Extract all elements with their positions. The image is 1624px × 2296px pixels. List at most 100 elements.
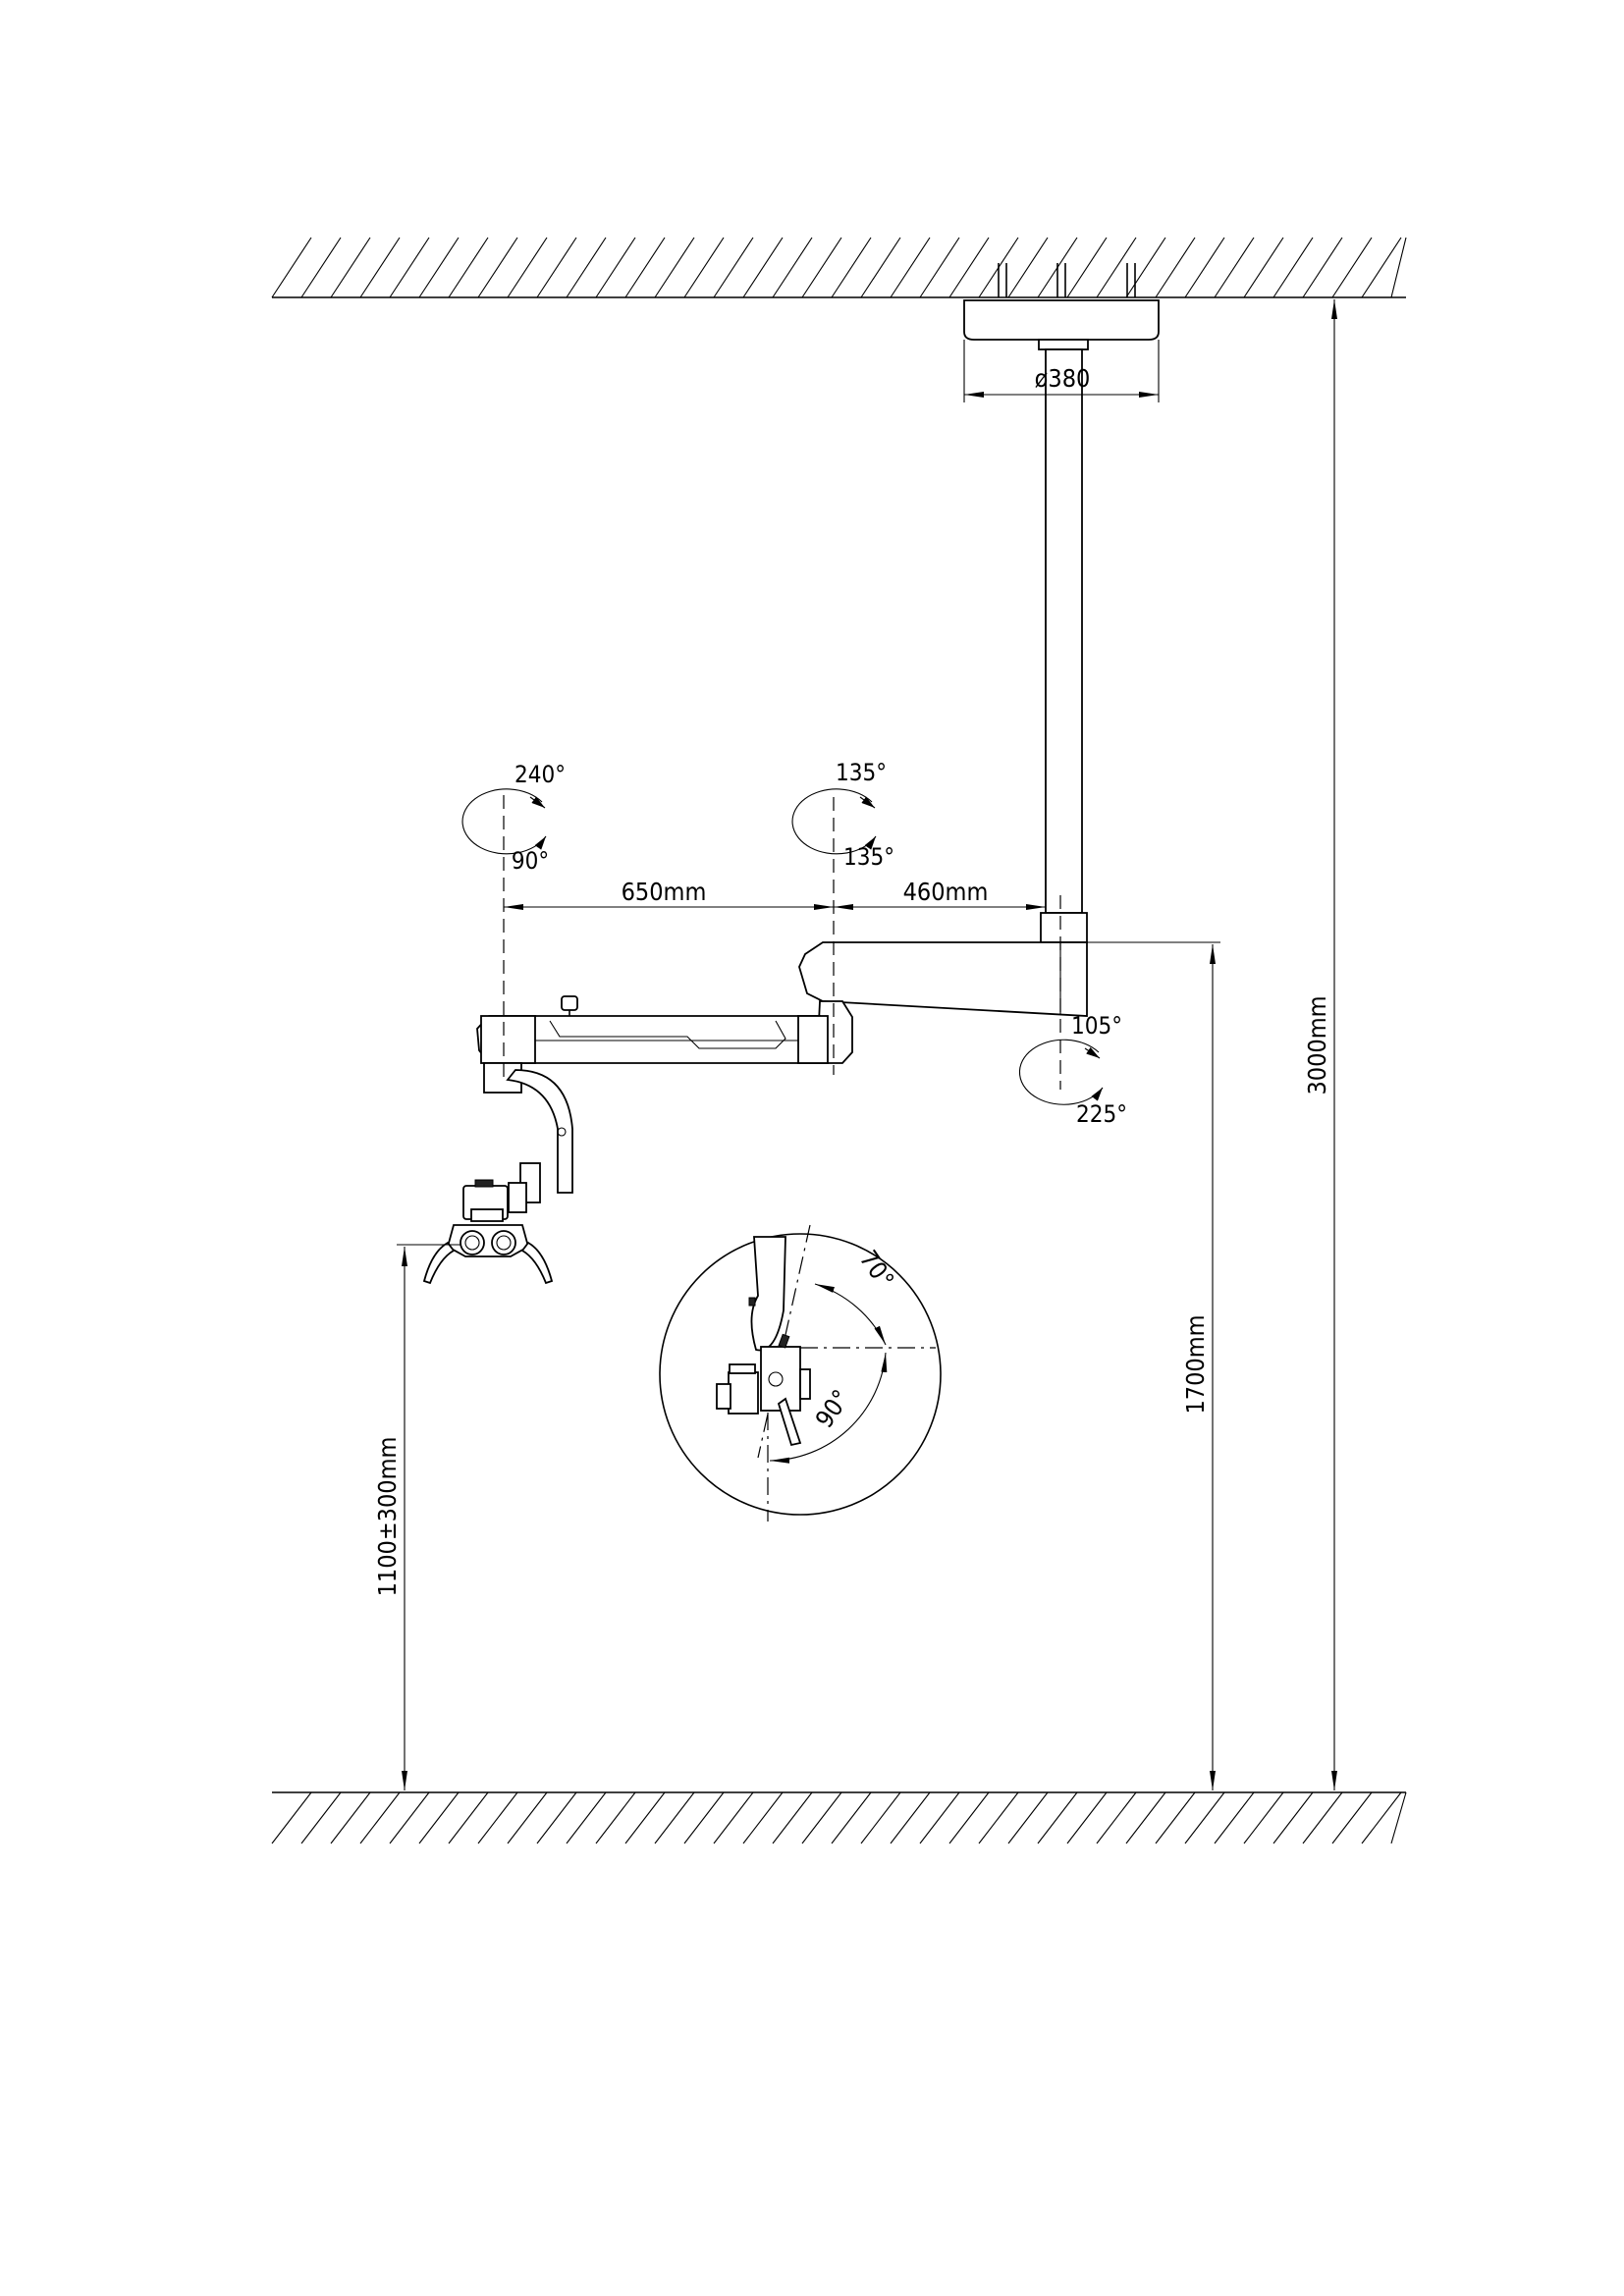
hatch-line [300,1791,342,1844]
floor [271,1791,1407,1844]
drop-arm [483,1062,573,1213]
hatch-line [772,1791,813,1844]
hatch-line [566,237,607,298]
hatch-line [683,1791,725,1844]
hatch-line [713,1791,754,1844]
joint-left-angle-bottom: 90° [512,847,549,875]
hatch-line [890,237,931,298]
ceiling-mount-plate [963,263,1160,350]
hatch-line [890,1791,931,1844]
joint-rotation-left: 240° 90° [461,761,566,1080]
hatch-line [359,1791,401,1844]
hatch-line [1066,237,1108,298]
hatch-line [654,237,695,298]
hatch-line [389,1791,430,1844]
hatch-line [477,1791,518,1844]
hatch-line [507,237,548,298]
hatch-line [536,237,577,298]
hatch-line [359,237,401,298]
hatch-line [595,1791,636,1844]
microscope-head [422,1179,554,1285]
hatch-line [1184,1791,1225,1844]
hatch-line [1155,237,1196,298]
joint-rotation-column: 105° 225° [1018,895,1127,1128]
total-height-label: 3000mm [1303,995,1331,1095]
hatch-line [624,1791,666,1844]
hatch-line [1331,1791,1373,1844]
hatch-line [1125,237,1166,298]
hatch-line [595,237,636,298]
hatch-line [1096,1791,1137,1844]
hatch-line [271,1791,312,1844]
hatch-line [477,237,518,298]
hatch-line [742,1791,784,1844]
hatch-line [1096,237,1137,298]
upper-arm [798,941,1088,1017]
hatch-line [1361,237,1402,298]
hatch-line [1066,1791,1108,1844]
hatch-line [507,1791,548,1844]
arm-height-dimension: 1700mm [1087,941,1220,1790]
hatch-line [1007,1791,1049,1844]
hatch-line [1302,237,1343,298]
working-height-label: 1100±300mm [373,1437,402,1597]
hatch-line [1331,237,1373,298]
hatch-line [1007,237,1049,298]
arm-height-label: 1700mm [1181,1314,1210,1414]
joint-middle-angle-bottom: 135° [843,843,894,871]
hatch-line [919,1791,960,1844]
hatch-line [772,237,813,298]
hatch-line [1214,237,1255,298]
tilt-inset: 70° 90° [659,1224,942,1522]
hatch-line [1155,1791,1196,1844]
hatch-line [566,1791,607,1844]
hatch-line [389,237,430,298]
hatch-line [919,237,960,298]
hatch-line [801,1791,842,1844]
arm-length-dimensions: 650mm 460mm [504,878,1046,910]
hatch-line [448,1791,489,1844]
hatch-line [1243,1791,1284,1844]
hatch-line [1184,237,1225,298]
arm2-length-label: 460mm [903,878,989,906]
hatch-line [330,1791,371,1844]
hatch-line [1272,237,1314,298]
hatch-line [418,237,460,298]
hatch-line [948,1791,990,1844]
hatch-line [1243,237,1284,298]
hatch-line [860,237,901,298]
hatch-line [1214,1791,1255,1844]
joint-column-angle-top: 105° [1071,1012,1122,1040]
hatch-line [860,1791,901,1844]
hatch-line [1037,1791,1078,1844]
hatch-line [1125,1791,1166,1844]
hatch-line [742,237,784,298]
hatch-line [271,237,312,298]
hatch-line [536,1791,577,1844]
hatch-line [1390,1791,1407,1844]
hatch-line [683,237,725,298]
hatch-line [978,1791,1019,1844]
hatch-line [418,1791,460,1844]
ceiling-column [1040,348,1088,943]
joint-middle-angle-top: 135° [836,759,887,786]
ceiling [271,237,1407,298]
working-height-dimension: 1100±300mm [373,1244,461,1790]
hatch-line [831,1791,872,1844]
base-diameter-label: ø380 [1035,364,1091,393]
arm1-length-label: 650mm [622,878,707,906]
hatch-line [330,237,371,298]
tilt-upper-angle: 70° [854,1245,900,1293]
hatch-line [1390,237,1407,298]
hatch-line [300,237,342,298]
hatch-line [448,237,489,298]
base-diameter-dimension: ø380 [963,340,1160,402]
hatch-line [654,1791,695,1844]
hatch-line [1361,1791,1402,1844]
hatch-line [624,237,666,298]
joint-rotation-middle: 135° 135° [791,759,894,1075]
hatch-line [801,237,842,298]
total-height-dimension: 3000mm [1159,296,1406,1790]
hatch-line [831,237,872,298]
